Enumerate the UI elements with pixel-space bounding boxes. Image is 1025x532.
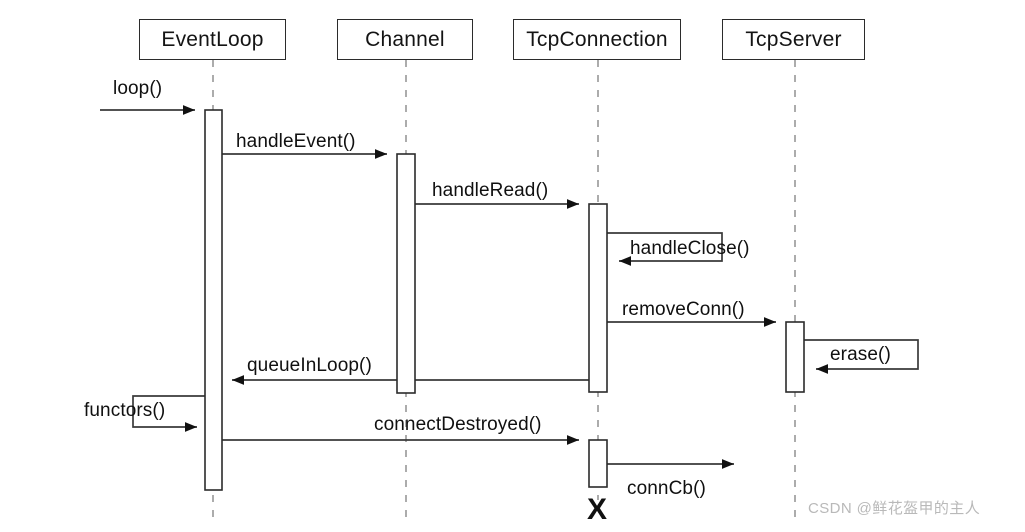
participant-label-eventloop: EventLoop	[161, 27, 264, 51]
watermark: CSDN @鲜花盔甲的主人	[808, 500, 981, 517]
participant-box-eventloop[interactable]: EventLoop	[139, 19, 286, 60]
message-label-handle-read: handleRead()	[432, 180, 549, 201]
participant-box-tcpserver[interactable]: TcpServer	[722, 19, 865, 60]
activation-bars	[204, 109, 805, 491]
message-line-functors	[132, 395, 205, 432]
participant-label-channel: Channel	[365, 27, 445, 51]
message-label-loop: loop()	[113, 78, 163, 99]
message-label-connect-destroyed: connectDestroyed()	[374, 414, 542, 435]
participant-box-tcpconnection[interactable]: TcpConnection	[513, 19, 681, 60]
activation-eventloop	[204, 109, 223, 491]
message-line-handle-close	[607, 232, 723, 266]
participant-box-channel[interactable]: Channel	[337, 19, 473, 60]
message-label-handle-close: handleClose()	[630, 238, 750, 259]
activation-tcpconnection-2	[588, 439, 608, 488]
message-label-conn-cb: connCb()	[627, 478, 706, 499]
participant-label-tcpconnection: TcpConnection	[526, 27, 668, 51]
message-label-erase: erase()	[830, 344, 891, 365]
participant-label-tcpserver: TcpServer	[745, 27, 842, 51]
message-line-erase	[804, 339, 919, 374]
destruction-marker-tcpconnection: X	[587, 493, 608, 526]
lifelines	[212, 60, 796, 524]
message-label-remove-conn: removeConn()	[622, 299, 745, 320]
message-label-functors: functors()	[84, 400, 166, 421]
activation-channel	[396, 153, 416, 394]
activation-tcpconnection-1	[588, 203, 608, 393]
message-label-queue-in-loop: queueInLoop()	[247, 355, 372, 376]
activation-tcpserver	[785, 321, 805, 393]
message-label-handle-event: handleEvent()	[236, 131, 356, 152]
